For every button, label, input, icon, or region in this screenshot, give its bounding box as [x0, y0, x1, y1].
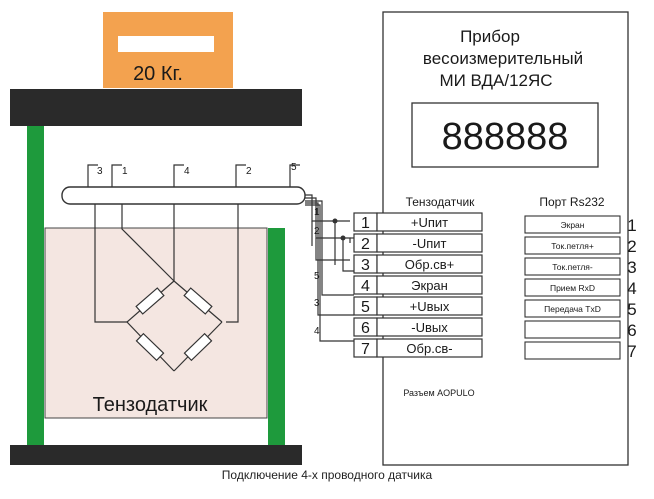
port-number: 5 [627, 300, 636, 319]
terminal-label: Обр.св+ [405, 257, 454, 272]
port-label-cell [524, 341, 621, 360]
terminal-label-cell [376, 212, 483, 232]
sensor-terminal-rows: 1 +Uпит 2 -Uпит 3 Обр.св+ 4 Экран 5 +Uвых 6 -Uвых 7 О… [353, 212, 483, 358]
junction-dot [332, 218, 338, 224]
bridge-wires [87, 164, 300, 323]
port-label-cell [524, 236, 621, 255]
port-label: Передача TxD [544, 304, 601, 314]
terminal-label-cell [376, 254, 483, 274]
terminal-number: 6 [361, 320, 370, 337]
digital-display [411, 102, 599, 168]
port-number: 3 [627, 258, 636, 277]
cable-sheath [61, 186, 306, 205]
terminal-label-cell [376, 233, 483, 253]
terminal-number: 3 [361, 257, 370, 274]
cable-wire-number: 3 [97, 166, 103, 177]
bridge-resistors [135, 287, 213, 362]
port-label-cell [524, 299, 621, 318]
terminal-label: +Uпит [411, 215, 448, 230]
cable-wire-numbers: 3 1 4 2 5 [97, 162, 297, 177]
instrument-title-line: Прибор [460, 27, 520, 46]
side-wire-number: 2 [314, 226, 320, 237]
diagram-caption: Подключение 4-х проводного датчика [221, 468, 433, 482]
side-wire-number: 3 [314, 298, 320, 309]
junction-dot [340, 235, 346, 241]
terminal-label-cell [376, 275, 483, 295]
port-label-cell [524, 320, 621, 339]
instrument-title-line: МИ ВДА/12ЯС [439, 71, 552, 90]
port-number: 2 [627, 237, 636, 256]
side-wire-number: 4 [314, 326, 320, 337]
port-number: 1 [627, 216, 636, 235]
side-wire-numbers: 1 2 5 3 4 [314, 207, 320, 337]
top-plate [10, 89, 302, 126]
display-value: 888888 [442, 116, 569, 158]
side-wire-number: 5 [314, 271, 320, 282]
port-label-cell [524, 257, 621, 276]
weight-label: 20 Кг. [133, 63, 183, 85]
cable-wire-number: 5 [291, 162, 297, 173]
port-label: Ток.петля- [552, 262, 593, 272]
instrument-title-line: весоизмерительный [423, 49, 583, 68]
port-label: Экран [561, 220, 585, 230]
terminal-label-cell [376, 317, 483, 337]
sensor-label: Тензодатчик [93, 394, 208, 416]
sensor-body [44, 227, 268, 419]
connector-label: Разъем AOPULO [403, 388, 474, 398]
port-label: Ток.петля+ [551, 241, 594, 251]
sensor-block-header: Тензодатчик [406, 195, 476, 209]
port-label-cell [524, 278, 621, 297]
port-number: 6 [627, 321, 636, 340]
port-label: Прием RxD [550, 283, 595, 293]
terminal-label: Обр.св- [406, 341, 452, 356]
terminal-label: -Uпит [413, 236, 447, 251]
terminal-number: 1 [361, 215, 370, 232]
port-number: 7 [627, 342, 636, 361]
terminal-number: 5 [361, 299, 370, 316]
weight-window [118, 36, 214, 52]
right-post [268, 228, 285, 445]
terminal-number: 7 [361, 341, 370, 358]
terminal-label: +Uвых [410, 299, 450, 314]
bottom-plate [10, 445, 302, 465]
terminal-label: Экран [411, 278, 448, 293]
cable-wire-number: 1 [122, 166, 128, 177]
terminal-wires [305, 194, 354, 342]
port-block-header: Порт Rs232 [539, 195, 605, 209]
terminal-number: 4 [361, 278, 370, 295]
terminal-label-cell [376, 296, 483, 316]
terminal-number: 2 [361, 236, 370, 253]
port-number: 4 [627, 279, 636, 298]
terminal-label: -Uвых [411, 320, 448, 335]
cable-wire-number: 4 [184, 166, 190, 177]
left-post [27, 126, 44, 445]
cable-wire-number: 2 [246, 166, 252, 177]
port-label-cell [524, 215, 621, 234]
terminal-label-cell [376, 338, 483, 358]
side-wire-number: 1 [314, 207, 320, 218]
